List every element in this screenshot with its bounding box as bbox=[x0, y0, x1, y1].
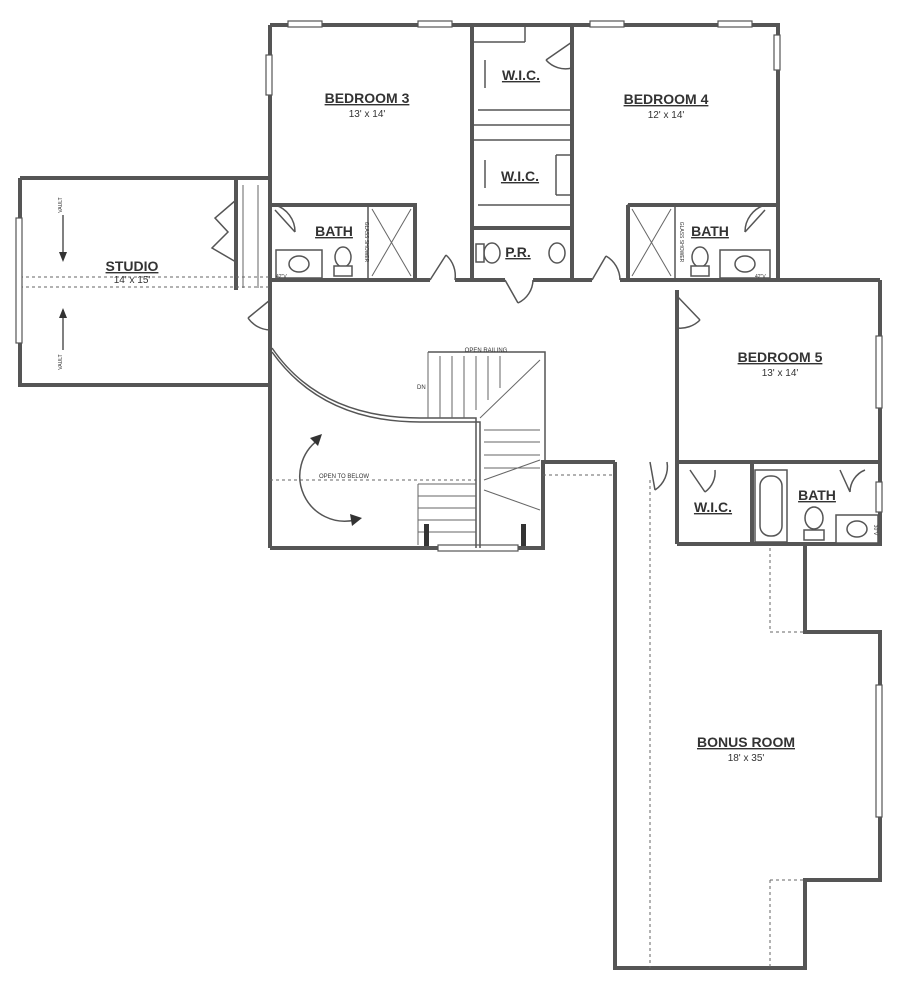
bonus-room-dims: 18' x 35' bbox=[728, 753, 765, 764]
dn-label: DN bbox=[417, 385, 426, 391]
bedroom5-name: BEDROOM 5 bbox=[738, 349, 823, 365]
open-railing-label: OPEN RAILING bbox=[465, 348, 508, 354]
annotations: OPEN RAILING DN OPEN TO BELOW VAULT VAUL… bbox=[58, 197, 878, 536]
wic-mid-name: W.I.C. bbox=[501, 168, 539, 184]
interior-details bbox=[20, 25, 805, 968]
doors bbox=[210, 41, 866, 493]
bath-b3-name: BATH bbox=[315, 223, 353, 239]
bedroom4-dims: 12' x 14' bbox=[648, 110, 685, 121]
fixtures bbox=[275, 242, 879, 544]
glass-shower-right-label: GLASS SHOWER bbox=[678, 222, 684, 263]
room-labels: BEDROOM 3 13' x 14' BEDROOM 4 12' x 14' … bbox=[106, 67, 836, 764]
vanity-b5-label: 30"V bbox=[872, 525, 878, 536]
stairs bbox=[59, 215, 546, 548]
vanity-b3-label: 42"V bbox=[276, 274, 287, 280]
vault-top-label: VAULT bbox=[58, 197, 64, 212]
bedroom5-dims: 13' x 14' bbox=[762, 368, 799, 379]
vanity-b4-label: 42"V bbox=[755, 274, 766, 280]
open-to-below-label: OPEN TO BELOW bbox=[319, 474, 369, 480]
bedroom3-name: BEDROOM 3 bbox=[325, 90, 410, 106]
studio-name: STUDIO bbox=[106, 258, 159, 274]
glass-shower-left-label: GLASS SHOWER bbox=[363, 222, 369, 263]
wic-top-name: W.I.C. bbox=[502, 67, 540, 83]
bonus-room-name: BONUS ROOM bbox=[697, 734, 795, 750]
bedroom4-name: BEDROOM 4 bbox=[624, 91, 709, 107]
studio-dims: 14' x 15' bbox=[114, 275, 151, 286]
windows bbox=[15, 20, 883, 818]
bath-b4-name: BATH bbox=[691, 223, 729, 239]
vault-bottom-label: VAULT bbox=[58, 354, 64, 369]
wic-b5-name: W.I.C. bbox=[694, 499, 732, 515]
bedroom3-dims: 13' x 14' bbox=[349, 109, 386, 120]
powder-room-name: P.R. bbox=[505, 244, 530, 260]
bath-b5-name: BATH bbox=[798, 487, 836, 503]
